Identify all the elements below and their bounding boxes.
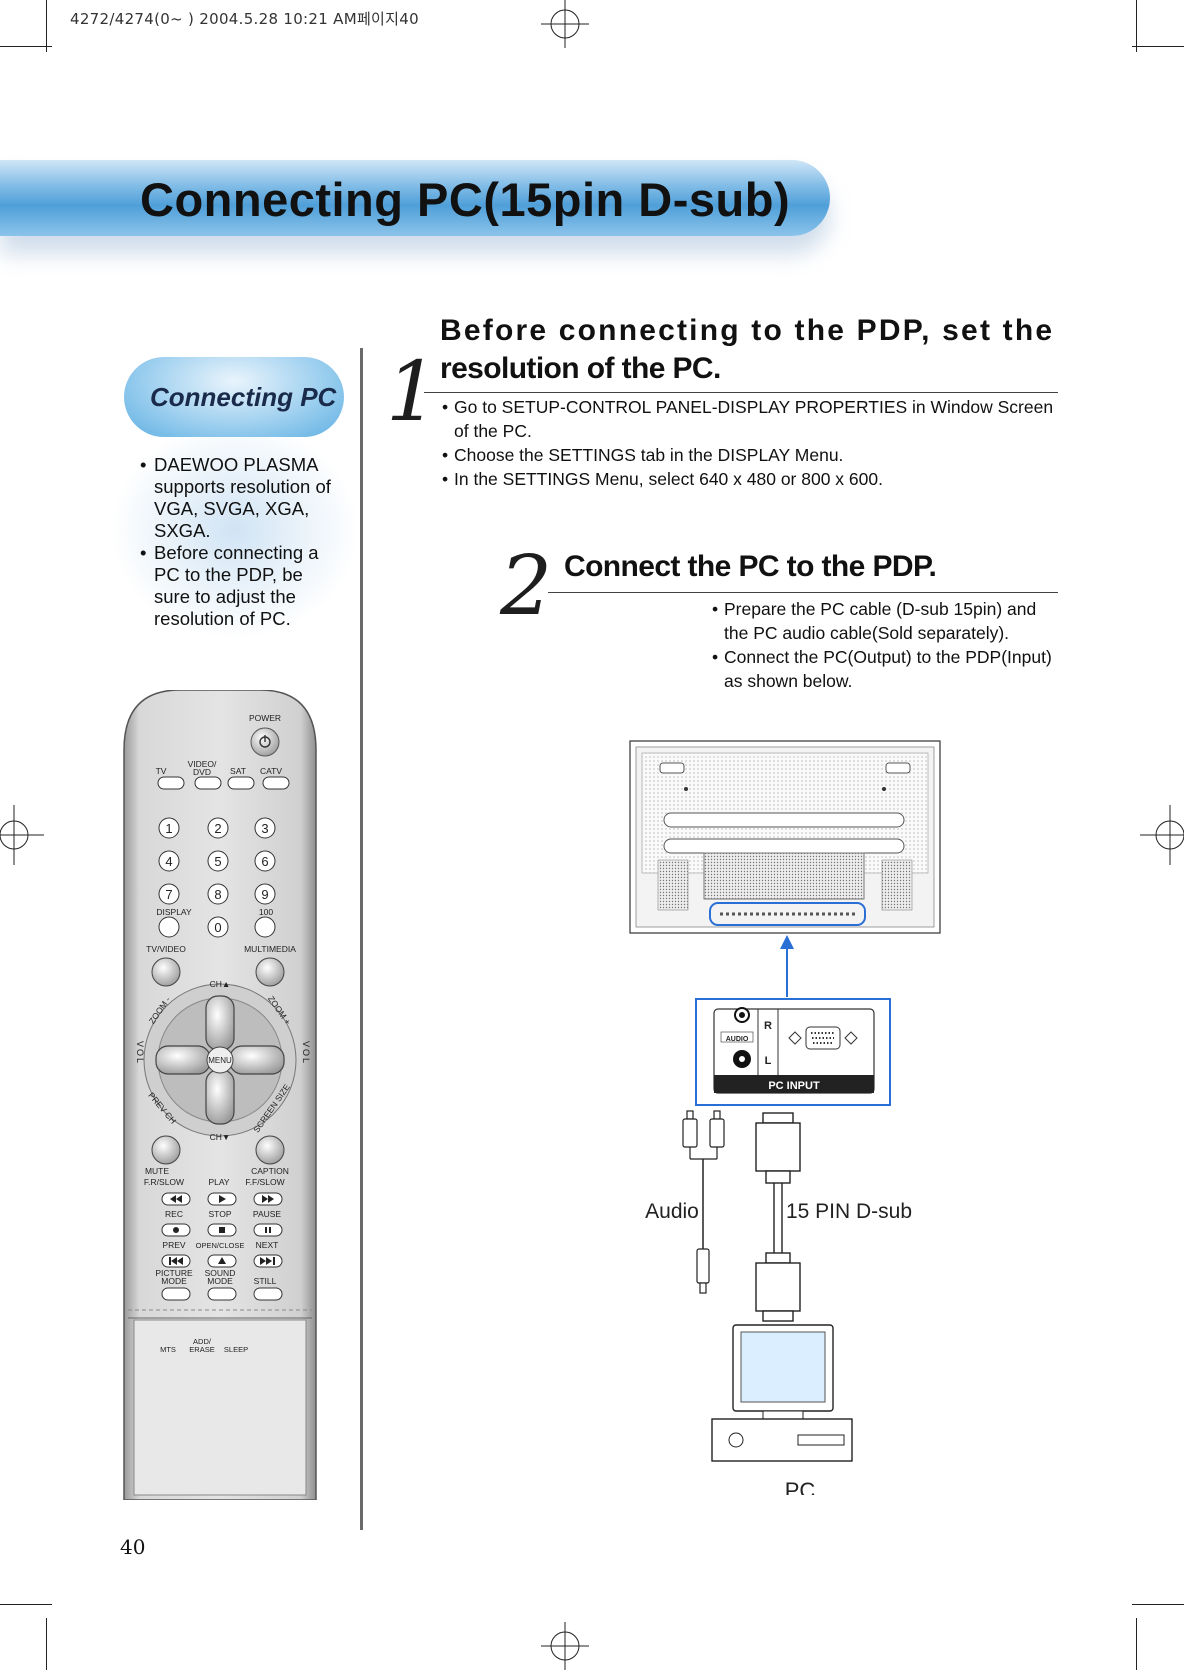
- digit-label: 5: [214, 854, 221, 869]
- crop-mark: [0, 46, 52, 47]
- digit-labels: 1 2 3 4 5 6 7 8 9 0: [165, 821, 268, 935]
- digit-label: 6: [261, 854, 268, 869]
- digit-label: 0: [214, 920, 221, 935]
- pc-input-label: PC INPUT: [768, 1080, 820, 1092]
- add-erase-label: ERASE: [189, 1345, 214, 1354]
- stop-label: STOP: [209, 1209, 232, 1219]
- sat-button-label: SAT: [230, 766, 246, 776]
- step-number: 1: [386, 345, 439, 440]
- step-title-line: resolution of the PC.: [440, 352, 721, 385]
- registration-mark-top: [541, 0, 589, 48]
- registration-mark-left: [0, 805, 44, 865]
- step-title: Before connecting to the PDP, set the re…: [440, 312, 1080, 388]
- digit-label: 7: [165, 887, 172, 902]
- instruction: Prepare the PC cable (D-sub 15pin) and t…: [712, 597, 1062, 645]
- crop-mark: [1132, 46, 1184, 47]
- add-erase-label: ADD/: [193, 1337, 212, 1346]
- multimedia-label: MULTIMEDIA: [244, 944, 296, 954]
- step-instructions: Go to SETUP-CONTROL PANEL-DISPLAY PROPER…: [442, 395, 1082, 491]
- picture-mode-label: PICTURE: [155, 1268, 193, 1278]
- title-banner: [0, 160, 830, 236]
- instruction: Choose the SETTINGS tab in the DISPLAY M…: [442, 443, 1082, 467]
- jack-left-label: L: [765, 1055, 772, 1067]
- crop-mark: [1136, 1618, 1137, 1670]
- sidebar-heading: Connecting PC: [150, 382, 337, 412]
- digit-label: 2: [214, 821, 221, 836]
- audio-caption: Audio: [645, 1200, 699, 1223]
- page-title: Connecting PC(15pin D-sub): [140, 173, 791, 226]
- step-rule: [424, 392, 1058, 393]
- pc-caption: PC: [785, 1478, 816, 1495]
- digit-label: 3: [261, 821, 268, 836]
- sidebar-note: Before connecting a PC to the PDP, be su…: [140, 542, 340, 630]
- pause-label: PAUSE: [253, 1209, 282, 1219]
- power-button-label: POWER: [249, 713, 281, 723]
- vol-left-label: VOL: [135, 1041, 145, 1065]
- sound-mode-label: MODE: [207, 1276, 233, 1286]
- sleep-label: SLEEP: [224, 1345, 248, 1354]
- page-number: 40: [120, 1535, 146, 1559]
- tv-button-label: TV: [156, 766, 167, 776]
- connection-diagram: AUDIO R L PC INPUT Audio 15 PIN D-sub PC: [629, 740, 941, 1495]
- ch-up-label: CH▲: [210, 979, 231, 989]
- still-label: STILL: [254, 1276, 277, 1286]
- step-rule: [548, 592, 1058, 593]
- menu-button-label: MENU: [208, 1056, 232, 1065]
- digit-label: 8: [214, 887, 221, 902]
- number-pad: [158, 817, 276, 938]
- registration-mark-right: [1140, 805, 1184, 865]
- crop-mark: [1132, 1604, 1184, 1605]
- instruction: Connect the PC(Output) to the PDP(Input)…: [712, 645, 1062, 693]
- step-number: 2: [500, 539, 553, 634]
- digit-label: 9: [261, 887, 268, 902]
- digit-label: 1: [165, 821, 172, 836]
- remote-control: POWER TV VIDEO/ DVD SAT CATV 7 DISPLAY 1…: [123, 690, 317, 1500]
- column-divider: [360, 348, 363, 1530]
- caption-label: CAPTION: [251, 1166, 289, 1176]
- sidebar-note: DAEWOO PLASMA supports resolution of VGA…: [140, 454, 340, 542]
- mute-label: MUTE: [145, 1166, 169, 1176]
- jack-right-label: R: [764, 1020, 772, 1032]
- instruction: Go to SETUP-CONTROL PANEL-DISPLAY PROPER…: [442, 395, 1082, 443]
- pdp-back-panel: [629, 740, 941, 934]
- next-label: NEXT: [256, 1240, 279, 1250]
- dsub-cable: [755, 1112, 801, 1322]
- dsub-caption: 15 PIN D-sub: [786, 1200, 912, 1223]
- print-header: 4272/4274(0~ ) 2004.5.28 10:21 AM페이지40: [70, 10, 419, 28]
- crop-mark: [0, 1604, 52, 1605]
- step-instructions: Prepare the PC cable (D-sub 15pin) and t…: [712, 597, 1062, 693]
- hundred-button-label: 100: [259, 907, 273, 917]
- video-dvd-label: VIDEO/: [188, 759, 217, 769]
- display-button-label: DISPLAY: [156, 907, 192, 917]
- tv-video-label: TV/VIDEO: [146, 944, 186, 954]
- rec-label: REC: [165, 1209, 183, 1219]
- mts-label: MTS: [160, 1345, 176, 1354]
- pc-illustration: [711, 1324, 853, 1462]
- crop-mark: [46, 0, 47, 52]
- sidebar-heading-pill: [124, 357, 344, 437]
- step-title-line: Before connecting to the PDP, set the: [440, 314, 1055, 347]
- video-dvd-label: DVD: [193, 767, 211, 777]
- audio-cable: [682, 1110, 725, 1294]
- source-buttons: [157, 776, 290, 790]
- sound-mode-label: SOUND: [205, 1268, 236, 1278]
- prev-label: PREV: [162, 1240, 185, 1250]
- crop-mark: [46, 1618, 47, 1670]
- open-close-label: OPEN/CLOSE: [196, 1241, 245, 1250]
- ff-slow-label: F.F/SLOW: [245, 1177, 284, 1187]
- registration-mark-bottom: [541, 1622, 589, 1670]
- fr-slow-label: F.R/SLOW: [144, 1177, 184, 1187]
- instruction: In the SETTINGS Menu, select 640 x 480 o…: [442, 467, 1082, 491]
- pc-input-panel: [695, 998, 891, 1106]
- step-title: Connect the PC to the PDP.: [564, 550, 937, 583]
- crop-mark: [1136, 0, 1137, 52]
- sidebar-notes: DAEWOO PLASMA supports resolution of VGA…: [140, 454, 340, 630]
- audio-jack-label: AUDIO: [726, 1036, 749, 1043]
- picture-mode-label: MODE: [161, 1276, 187, 1286]
- catv-button-label: CATV: [260, 766, 282, 776]
- vol-right-label: VOL: [301, 1041, 311, 1065]
- ch-down-label: CH▼: [210, 1132, 231, 1142]
- digit-label: 4: [165, 854, 172, 869]
- play-label: PLAY: [208, 1177, 229, 1187]
